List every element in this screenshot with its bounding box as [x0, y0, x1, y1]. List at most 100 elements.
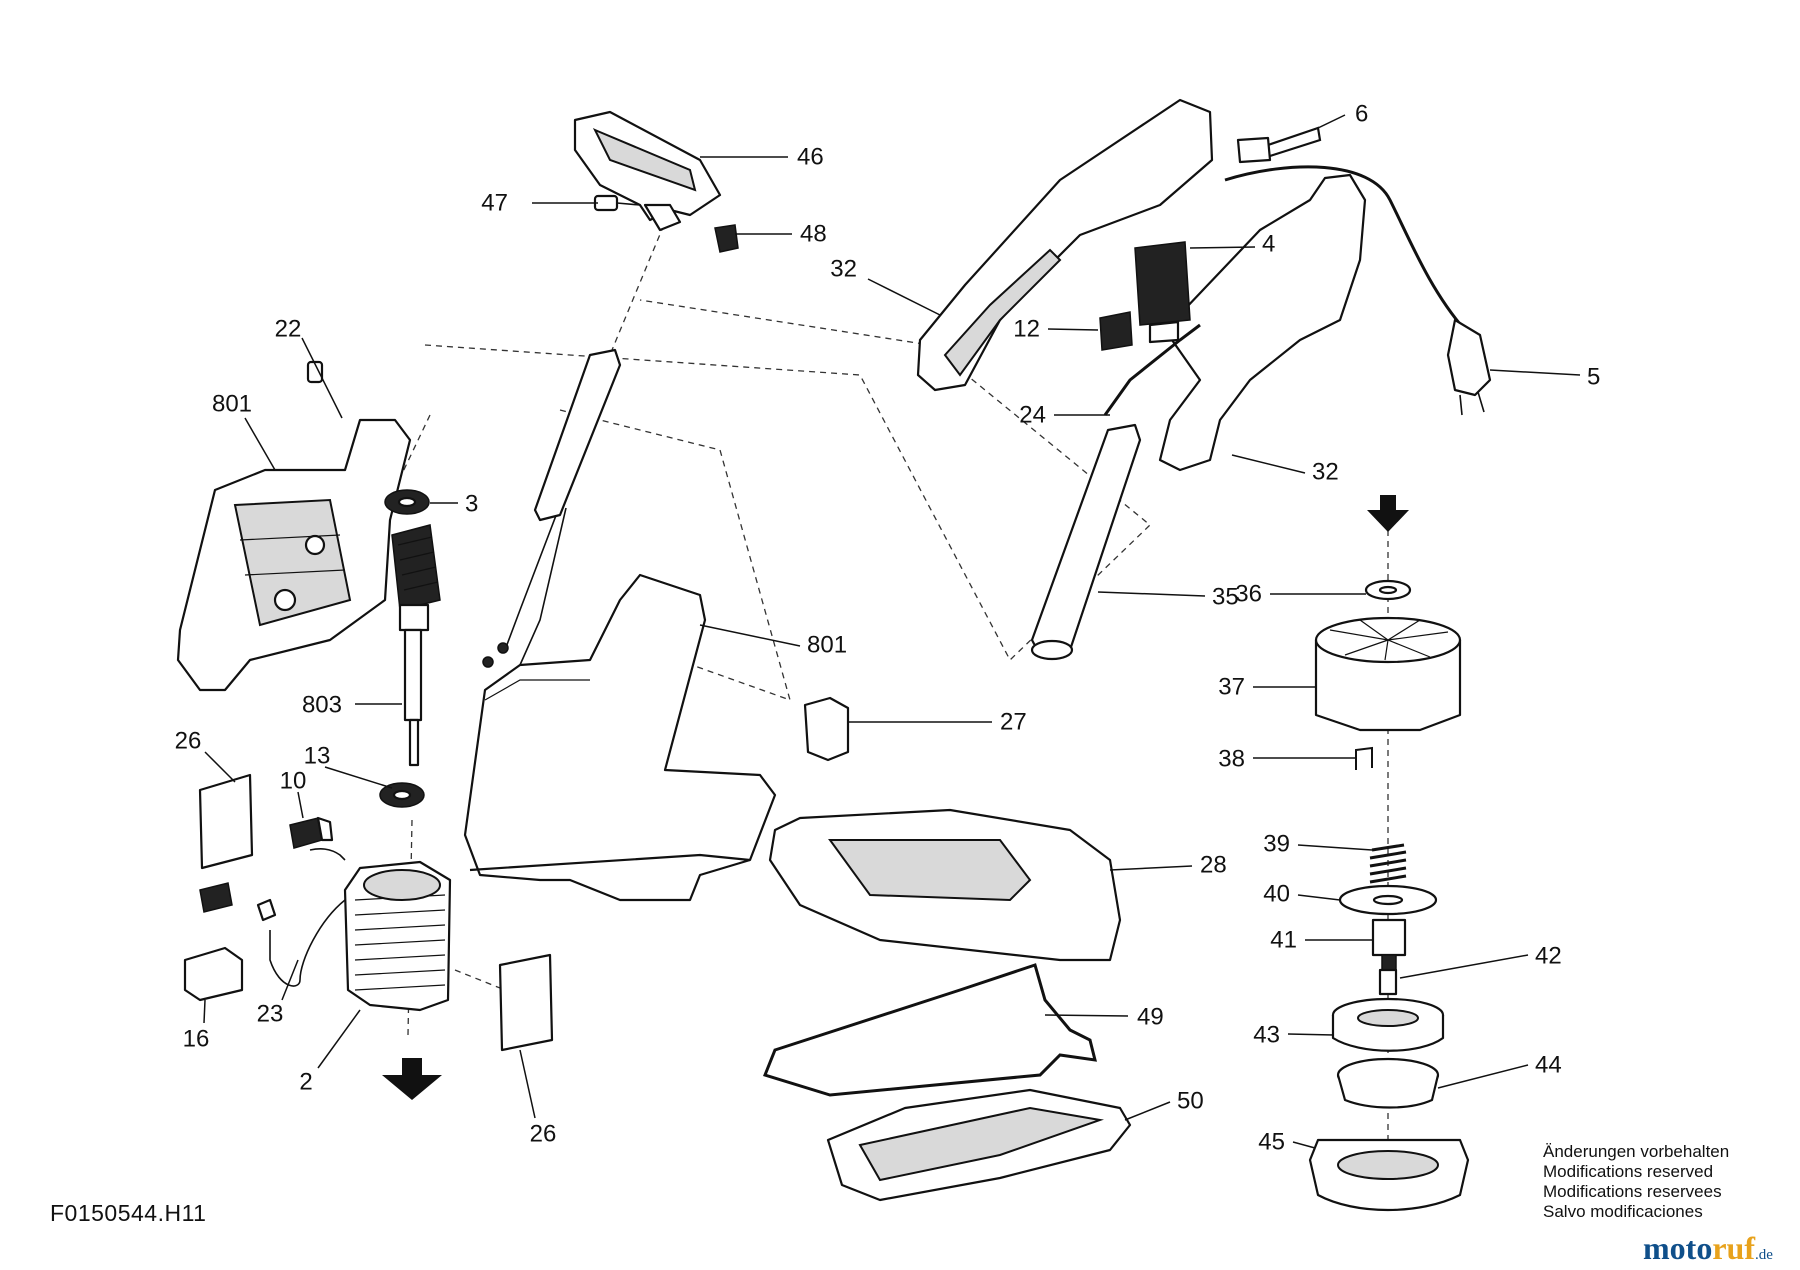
callout-number: 801 [807, 631, 847, 658]
callout-number: 4 [1262, 230, 1275, 257]
callout-number: 32 [1312, 458, 1339, 485]
callout-number: 26 [175, 727, 202, 754]
callout-number: 22 [275, 315, 302, 342]
leader-line [1399, 954, 1529, 979]
leader-line [297, 791, 304, 819]
part-44-ring [1336, 1057, 1440, 1109]
part-6-cable [1236, 126, 1322, 164]
part-49-wire-frame [763, 963, 1097, 1097]
part-connector [256, 898, 277, 922]
callout-number: 16 [183, 1025, 210, 1052]
callout-number: 44 [1535, 1051, 1562, 1078]
callout-number: 47 [481, 189, 508, 216]
leader-line [1297, 894, 1341, 901]
leader-line [519, 1049, 536, 1119]
part-27-clip [803, 696, 850, 762]
leader-line [324, 766, 393, 789]
brand-moto: moto [1643, 1230, 1713, 1266]
part-24-cable [1103, 323, 1201, 416]
note-line: Modifications reservees [1543, 1182, 1722, 1201]
part-wires [482, 504, 567, 668]
part-2-stator [269, 848, 452, 1012]
leader-line [317, 1009, 361, 1069]
callout-number: 10 [280, 767, 307, 794]
arrow-down-top [1367, 495, 1409, 532]
callout-number: 13 [304, 742, 331, 769]
leader-line [1189, 246, 1256, 249]
leader-line [301, 337, 343, 419]
callout-number: 46 [797, 143, 824, 170]
note-line: Änderungen vorbehalten [1543, 1142, 1730, 1161]
part-28-guard [768, 808, 1122, 962]
callout-number: 35 [1212, 583, 1239, 610]
callout-number: 38 [1218, 745, 1245, 772]
note-line: Modifications reserved [1543, 1162, 1714, 1181]
callout-number: 24 [1019, 401, 1046, 428]
leader-line [281, 959, 299, 1001]
callout-labels: 4647482280138032613102316226801272849506… [175, 100, 1601, 1155]
part-12-connector [1099, 311, 1133, 351]
leader-line [1437, 1064, 1529, 1089]
callout-number: 27 [1000, 708, 1027, 735]
leader-line [204, 751, 236, 783]
part-46-handle [573, 110, 722, 232]
leader-line [1489, 369, 1581, 376]
part-35-lower-tube [1030, 423, 1142, 661]
part-22-screw [306, 360, 324, 384]
callout-number: 43 [1253, 1021, 1280, 1048]
part-5-plug [1224, 165, 1492, 416]
leader-line [244, 417, 276, 471]
leader-line [203, 999, 206, 1024]
leader-line [1287, 1033, 1335, 1036]
callout-number: 45 [1258, 1128, 1285, 1155]
drawing-number: F0150544.H11 [50, 1200, 207, 1226]
leader-line [1044, 1014, 1129, 1017]
part-801-housing-left [176, 418, 412, 692]
part-26-pad-top [198, 773, 254, 870]
callout-number: 41 [1270, 926, 1297, 953]
part-40-disc [1338, 884, 1438, 916]
callout-number: 26 [530, 1120, 557, 1147]
leader-line [1047, 328, 1099, 331]
brand-ruf: ruf [1712, 1230, 1755, 1266]
brand-logo[interactable]: motoruf.de [1643, 1230, 1773, 1267]
part-43-spool [1331, 997, 1445, 1052]
leader-line [867, 278, 941, 316]
part-45-cap [1308, 1138, 1470, 1212]
leader-line [1109, 865, 1193, 871]
callout-number: 42 [1535, 942, 1562, 969]
part-50-tray [826, 1088, 1132, 1202]
callout-number: 2 [299, 1068, 312, 1095]
callout-number: 3 [465, 490, 478, 517]
leader-line [1317, 114, 1346, 129]
callout-number: 28 [1200, 851, 1227, 878]
arrow-down-bottom [382, 1058, 442, 1100]
brand-tld: .de [1754, 1247, 1773, 1263]
part-38-clip [1355, 746, 1373, 770]
part-37-fan [1314, 616, 1462, 732]
part-32-upper-housing-left [916, 98, 1214, 392]
part-26-pad-bottom [498, 953, 554, 1052]
part-10-switch [289, 816, 334, 849]
leader-line [1231, 454, 1306, 474]
part-41-hub [1371, 918, 1407, 974]
part-3-bearing [384, 489, 430, 515]
callout-number: 6 [1355, 100, 1368, 127]
part-39-spring [1369, 843, 1407, 884]
callout-number: 48 [800, 220, 827, 247]
callout-number: 37 [1218, 673, 1245, 700]
leader-line [1297, 844, 1373, 851]
part-4-capacitor [1134, 241, 1191, 344]
callout-number: 23 [257, 1000, 284, 1027]
part-13-bearing [379, 782, 425, 808]
callout-number: 39 [1263, 830, 1290, 857]
callout-number: 36 [1235, 580, 1262, 607]
part-switch-small [199, 882, 233, 913]
part-801-housing-main [463, 573, 777, 902]
leader-line [1124, 1101, 1171, 1121]
callout-number: 12 [1013, 315, 1040, 342]
callout-number: 803 [302, 691, 342, 718]
part-48-nut [714, 224, 739, 253]
